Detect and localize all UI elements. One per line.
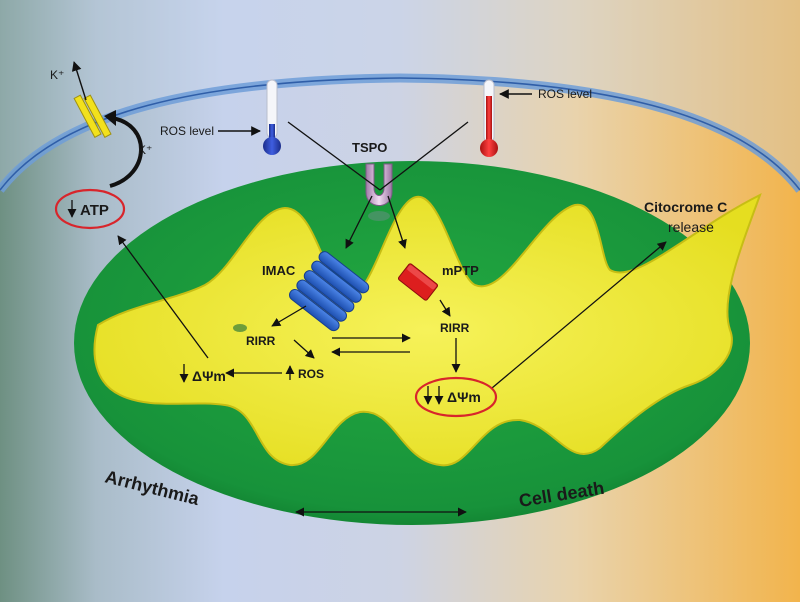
ros-level-right-label: ROS level [538, 87, 592, 101]
mptp-pore-icon [397, 263, 439, 301]
red-thermometer-icon [480, 79, 498, 157]
tspo-shadow [368, 211, 390, 221]
imac-to-rirr-arrow [271, 305, 307, 327]
tspo-label: TSPO [352, 140, 387, 155]
ros-right-line [379, 121, 469, 191]
ros-label: ROS [298, 367, 324, 381]
tspo-to-mptp-arrow [387, 195, 407, 249]
dpsi-to-atp-arrow [117, 235, 209, 359]
tspo-icon [365, 163, 393, 206]
mptp-label: mPTP [442, 263, 479, 278]
ros-left-line [287, 121, 381, 191]
k-plus-mid-label: K⁺ [138, 143, 152, 157]
dpsi-left-label: ΔΨm [192, 368, 226, 384]
atp-label: ATP [80, 202, 109, 219]
extracellular-space [0, 0, 800, 185]
imac-channel-icon [288, 251, 370, 332]
k-curve-arrowhead [104, 110, 116, 126]
k-plus-top-label: K⁺ [50, 68, 64, 82]
rirr-to-ros-arrow [293, 339, 315, 359]
mptp-to-rirr-arrow [439, 299, 451, 317]
k-channel-icon [73, 94, 112, 138]
atp-highlight-circle [54, 188, 126, 230]
dpsi-highlight-circle [414, 376, 498, 418]
cell-membrane-line [0, 77, 800, 191]
tspo-to-imac-arrow [345, 195, 373, 249]
k-efflux-arrow [71, 61, 87, 101]
rirr-right-label: RIRR [440, 321, 470, 335]
citocrome-arrow [491, 241, 667, 389]
citocrome-release-label: release [668, 219, 714, 235]
citocrome-label: Citocrome C [644, 199, 727, 215]
blue-thermometer-icon [263, 79, 281, 155]
rirr-left-label: RIRR [246, 334, 276, 348]
k-curve-arrow [109, 116, 143, 188]
small-channel-icon [233, 324, 247, 332]
ros-level-left-label: ROS level [160, 124, 214, 138]
dpsi-right-label: ΔΨm [447, 389, 481, 405]
imac-label: IMAC [262, 263, 296, 278]
